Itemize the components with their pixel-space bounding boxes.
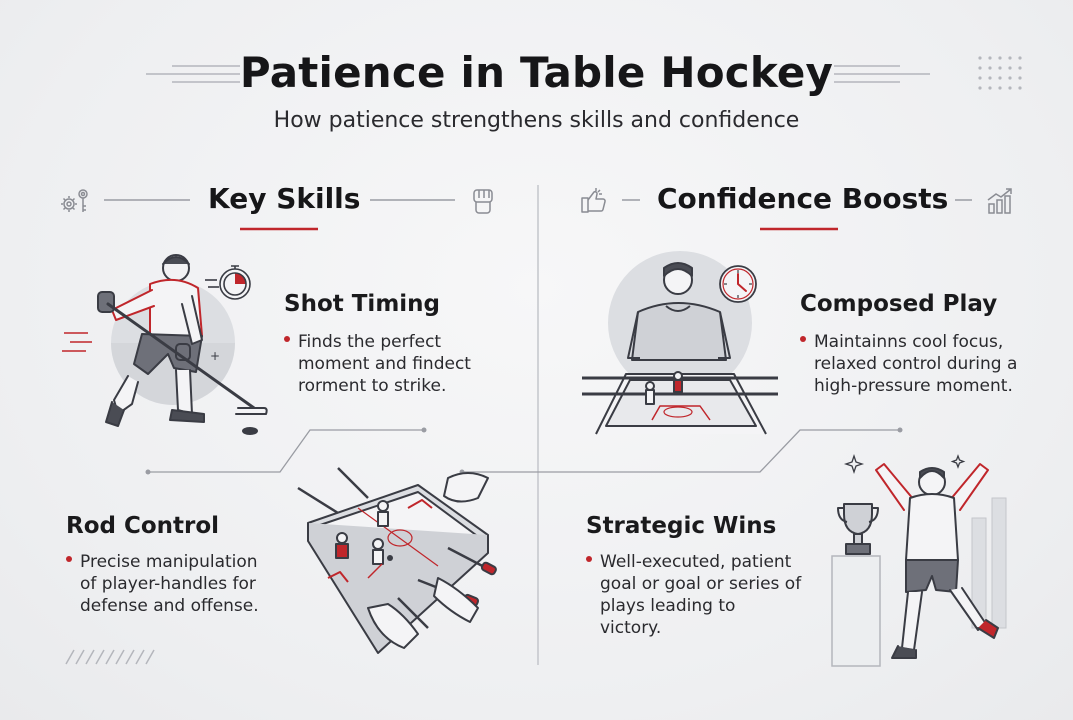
strategic-wins-title: Strategic Wins [586,513,777,539]
page-subtitle: How patience strengthens skills and conf… [273,108,800,133]
rod-control-description: Precise manipulation of player-handles f… [66,551,296,617]
rod-control-line-3: defense and offense. [80,596,259,616]
composed-play-line-2: relaxed control during a [814,354,1018,374]
table-hockey-board-icon [297,467,497,654]
gears-icon [61,189,88,212]
stopwatch-icon [205,265,251,300]
raised-fist-icon [473,189,493,214]
strategic-wins-line-3: plays leading to [600,596,736,616]
right-section-heading: Confidence Boosts [657,182,949,215]
hockey-player-icon: + [62,254,268,435]
shot-timing-line-1: Finds the perfect [284,331,524,353]
strategic-wins-description: Well-executed, patient goal or goal or s… [586,551,822,639]
celebrating-player-icon [831,453,1007,667]
thumbs-up-icon [581,188,606,213]
shot-timing-line-2: moment and findect [298,354,471,374]
rod-control-line-2: of player-handles for [80,574,256,594]
left-section-heading: Key Skills [208,182,361,215]
rod-control-line-1: Precise manipulation [66,551,296,573]
composed-play-description: Maintainns cool focus, relaxed control d… [800,331,1050,397]
trophy-icon [837,503,879,555]
bar-chart-rising-icon [987,188,1012,214]
shot-timing-description: Finds the perfect moment and findect ror… [284,331,524,397]
strategic-wins-line-2: goal or goal or series of [600,574,802,594]
composed-play-line-1: Maintainns cool focus, [800,331,1050,353]
shot-timing-title: Shot Timing [284,291,441,317]
shot-timing-line-3: rorment to strike. [298,376,447,396]
svg-text:+: + [210,349,220,363]
composed-play-line-3: high-pressure moment. [814,376,1013,396]
strategic-wins-line-1: Well-executed, patient [586,551,822,573]
composed-play-title: Composed Play [800,291,998,317]
page-title: Patience in Table Hockey [239,48,834,97]
clock-icon [719,265,757,303]
strategic-wins-line-4: victory. [600,618,662,638]
rod-control-title: Rod Control [66,513,220,539]
focused-player-icon [582,251,778,435]
